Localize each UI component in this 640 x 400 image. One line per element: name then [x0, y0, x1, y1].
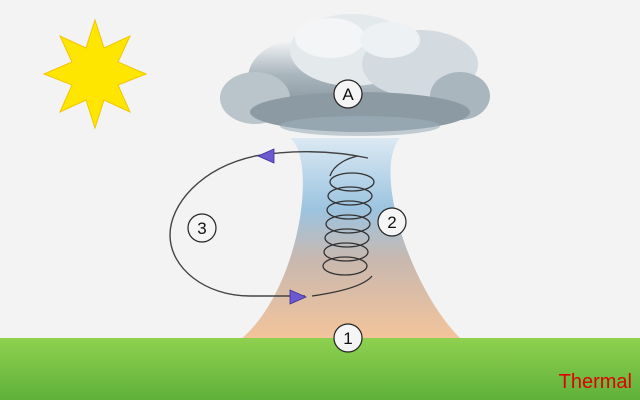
ground	[0, 338, 640, 400]
svg-text:3: 3	[197, 219, 206, 238]
circulation-loop	[169, 151, 369, 297]
svg-text:2: 2	[387, 213, 396, 232]
spiral-icon	[311, 155, 375, 297]
sun-icon	[42, 18, 148, 130]
svg-text:1: 1	[343, 329, 352, 348]
label-cloud: A	[333, 79, 363, 109]
label-ground: 1	[333, 323, 363, 353]
caption-thermal: Thermal	[558, 371, 632, 393]
thermal-column	[240, 138, 462, 340]
arrow-icon	[289, 289, 307, 305]
label-circulation: 3	[187, 213, 217, 243]
cloud-icon	[220, 14, 490, 136]
arrow-icon	[257, 148, 275, 164]
label-updraft: 2	[377, 207, 407, 237]
svg-text:A: A	[342, 85, 354, 104]
